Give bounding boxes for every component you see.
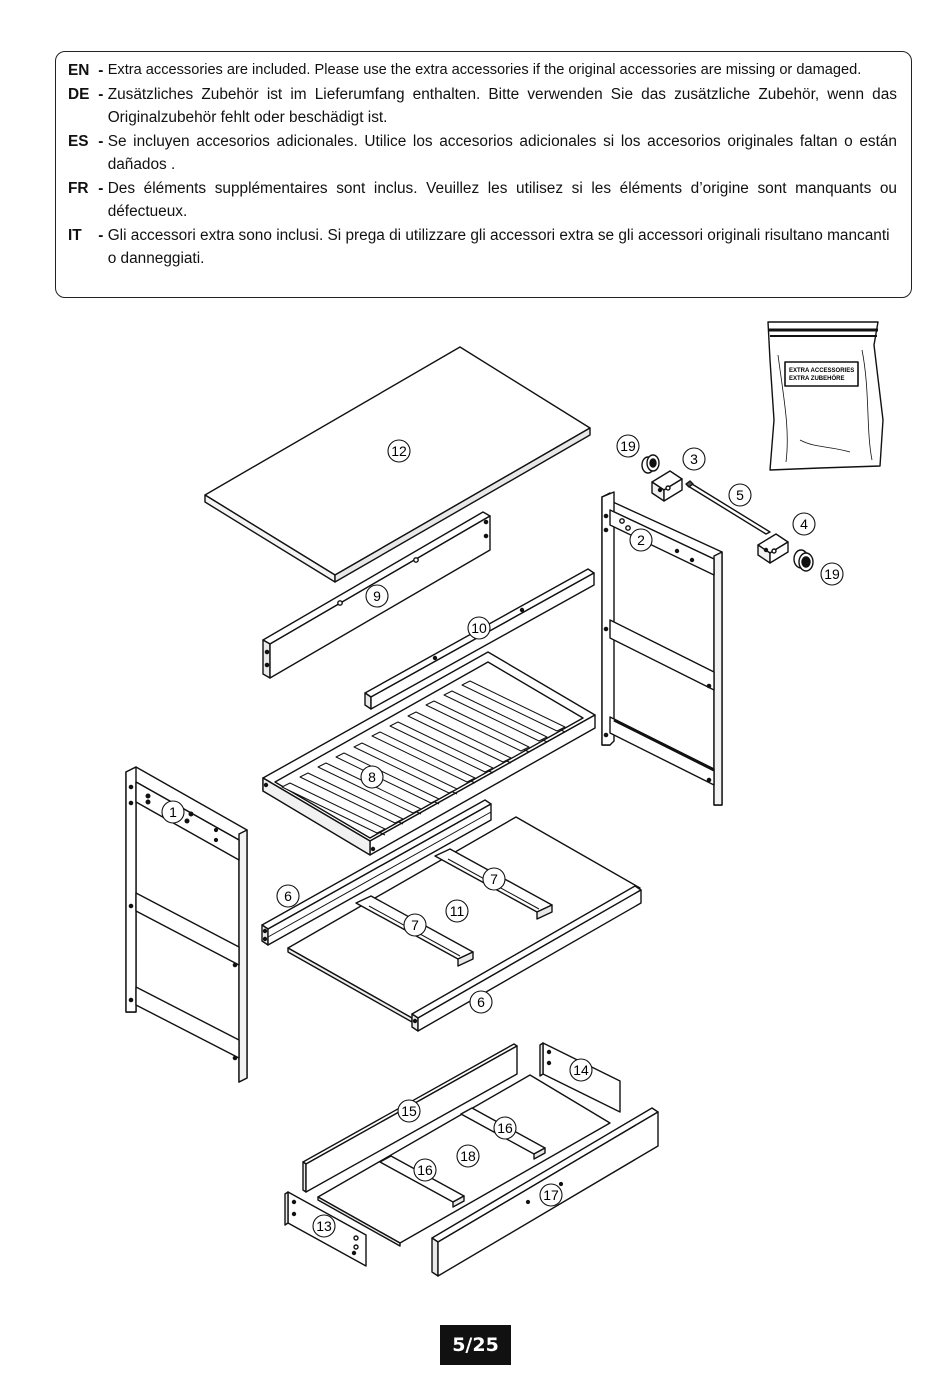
callout-4: 4 — [792, 512, 816, 536]
callout-18: 18 — [456, 1144, 480, 1168]
svg-text:19: 19 — [620, 438, 636, 454]
callout-3: 3 — [682, 447, 706, 471]
part-1-left-side-frame — [125, 766, 248, 1083]
lang-code-fr: FR — [68, 179, 89, 197]
notice-text-de: Zusätzliches Zubehör ist im Lieferumfang… — [107, 85, 897, 127]
svg-text:14: 14 — [573, 1062, 589, 1078]
notice-row-de: DE - Zusätzliches Zubehör ist im Lieferu… — [68, 83, 897, 130]
part-12-top-panel — [204, 346, 591, 583]
notice-row-fr: FR - Des éléments supplémentaires sont i… — [68, 177, 897, 224]
callout-6a: 6 — [276, 884, 300, 908]
notice-row-es: ES - Se incluyen accesorios adicionales.… — [68, 130, 897, 177]
svg-text:8: 8 — [368, 769, 376, 785]
svg-text:19: 19 — [824, 566, 840, 582]
lang-code-es: ES — [68, 132, 89, 150]
lang-code-de: DE — [68, 85, 90, 103]
bag-label-line1: EXTRA ACCESSORIES — [789, 368, 854, 374]
part-3-connector-block — [651, 470, 683, 502]
svg-text:13: 13 — [316, 1218, 332, 1234]
svg-text:4: 4 — [800, 516, 808, 532]
svg-text:5: 5 — [736, 487, 744, 503]
svg-text:18: 18 — [460, 1148, 476, 1164]
callout-8: 8 — [360, 765, 384, 789]
part-19-cap-lower — [793, 549, 814, 572]
notice-text-es: Se incluyen accesorios adicionales. Util… — [107, 132, 897, 174]
notice-row-en: EN - Extra accessories are included. Ple… — [68, 59, 897, 83]
svg-text:7: 7 — [411, 917, 419, 933]
notice-text-it: Gli accessori extra sono inclusi. Si pre… — [107, 226, 890, 268]
svg-text:16: 16 — [417, 1162, 433, 1178]
callout-7b: 7 — [403, 913, 427, 937]
lang-code-it: IT — [68, 226, 82, 244]
callout-10: 10 — [467, 616, 491, 640]
callout-1: 1 — [161, 800, 185, 824]
callout-16b: 16 — [413, 1158, 437, 1182]
notice-text-fr: Des éléments supplémentaires sont inclus… — [107, 179, 897, 221]
svg-text:16: 16 — [497, 1120, 513, 1136]
svg-text:10: 10 — [471, 620, 487, 636]
callout-7a: 7 — [482, 867, 506, 891]
svg-text:1: 1 — [169, 804, 177, 820]
svg-text:9: 9 — [373, 588, 381, 604]
exploded-assembly-diagram: EXTRA ACCESSORIES EXTRA ZUBEHÖRE 12 19 3… — [0, 300, 950, 1310]
bag-label-line2: EXTRA ZUBEHÖRE — [789, 375, 844, 382]
svg-text:12: 12 — [391, 443, 407, 459]
part-2-right-side-frame — [601, 491, 723, 806]
callout-2: 2 — [629, 528, 653, 552]
svg-text:11: 11 — [450, 903, 465, 919]
notice-row-it: IT - Gli accessori extra sono inclusi. S… — [68, 224, 897, 271]
callout-11: 11 — [445, 899, 469, 923]
callout-5: 5 — [728, 483, 752, 507]
notice-text-en: Extra accessories are included. Please u… — [107, 62, 862, 78]
page-number: 5/25 — [440, 1325, 511, 1365]
svg-text:17: 17 — [543, 1187, 559, 1203]
part-5-rod — [685, 480, 771, 535]
svg-text:6: 6 — [477, 994, 485, 1010]
callout-16a: 16 — [493, 1116, 517, 1140]
svg-text:15: 15 — [401, 1103, 417, 1119]
callout-17: 17 — [539, 1183, 563, 1207]
callout-6b: 6 — [469, 990, 493, 1014]
callout-13: 13 — [312, 1214, 336, 1238]
callout-19a: 19 — [616, 434, 640, 458]
accessories-notice: EN - Extra accessories are included. Ple… — [55, 51, 912, 298]
lang-code-en: EN — [68, 62, 90, 79]
svg-text:6: 6 — [284, 888, 292, 904]
callout-15: 15 — [397, 1099, 421, 1123]
extra-accessories-bag-icon: EXTRA ACCESSORIES EXTRA ZUBEHÖRE — [767, 321, 884, 471]
callout-19b: 19 — [820, 562, 844, 586]
callout-9: 9 — [365, 584, 389, 608]
part-callouts: 12 19 3 5 4 19 2 9 10 8 1 6 7 11 7 6 14 … — [161, 434, 844, 1238]
callout-12: 12 — [387, 439, 411, 463]
part-6-rail-upper — [261, 799, 492, 946]
part-8-slatted-frame — [262, 651, 596, 856]
svg-text:7: 7 — [490, 871, 498, 887]
part-19-cap-upper — [641, 454, 660, 474]
svg-text:3: 3 — [690, 451, 698, 467]
svg-text:2: 2 — [637, 532, 645, 548]
part-4-connector-block — [757, 533, 789, 564]
callout-14: 14 — [569, 1058, 593, 1082]
